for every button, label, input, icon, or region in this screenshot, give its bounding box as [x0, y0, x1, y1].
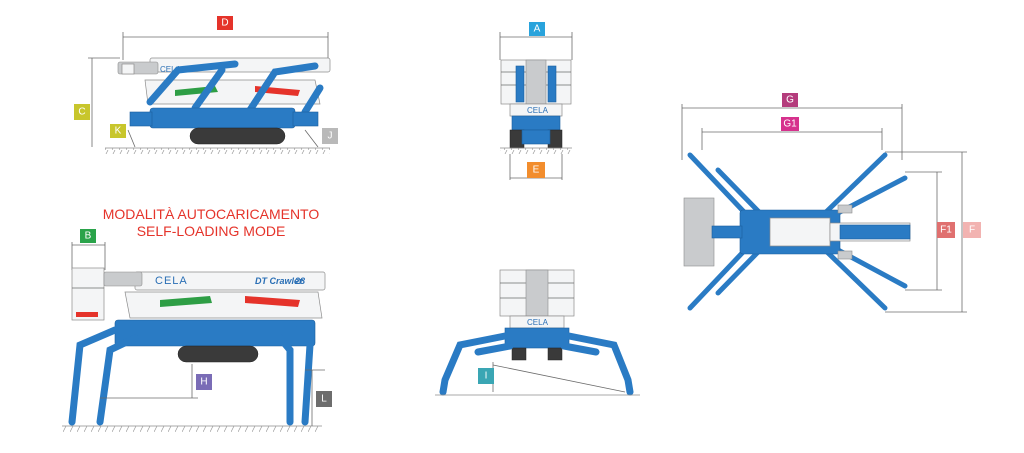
svg-text:F: F: [969, 225, 975, 236]
svg-text:F1: F1: [940, 225, 952, 236]
front-view-transport: CELA: [499, 32, 573, 180]
tag-G1: G1: [781, 117, 799, 131]
model-name: DT Crawler: [255, 276, 303, 286]
front-view-self-loading: CELA: [435, 269, 640, 396]
top-view-outriggers: [681, 104, 967, 313]
svg-text:L: L: [321, 394, 327, 405]
svg-text:J: J: [328, 131, 333, 142]
model-number: 28: [294, 276, 305, 286]
tag-F1: F1: [937, 222, 955, 238]
brand-logo: CELA: [160, 65, 182, 74]
tag-A: A: [529, 22, 545, 36]
tag-L: L: [316, 391, 332, 407]
svg-text:I: I: [485, 371, 488, 382]
brand-logo-front-2: CELA: [527, 318, 549, 327]
tag-I: I: [478, 368, 494, 384]
side-view-self-loading: MODALITÀ AUTOCARICAMENTO SELF-LOADING MO…: [62, 206, 326, 432]
tag-G: G: [782, 93, 798, 107]
brand-logo-large: CELA: [155, 275, 188, 287]
tag-J: J: [322, 128, 338, 144]
tag-H: H: [196, 374, 212, 390]
side-view-transport: CELA: [88, 32, 331, 154]
svg-text:D: D: [221, 18, 228, 29]
tag-K: K: [110, 124, 126, 138]
svg-text:K: K: [115, 126, 122, 137]
tag-E: E: [527, 162, 545, 178]
svg-text:A: A: [534, 24, 541, 35]
svg-text:G1: G1: [783, 119, 797, 130]
tag-F: F: [963, 222, 981, 238]
mode-title-en: SELF-LOADING MODE: [137, 223, 286, 239]
mode-title-it: MODALITÀ AUTOCARICAMENTO: [103, 206, 320, 222]
tag-B: B: [80, 229, 96, 243]
svg-text:E: E: [533, 165, 540, 176]
tag-C: C: [74, 104, 90, 120]
svg-text:C: C: [78, 107, 85, 118]
svg-text:G: G: [786, 95, 794, 106]
svg-text:H: H: [200, 377, 207, 388]
tag-D: D: [217, 16, 233, 30]
brand-logo-front: CELA: [527, 106, 549, 115]
svg-text:B: B: [85, 231, 92, 242]
